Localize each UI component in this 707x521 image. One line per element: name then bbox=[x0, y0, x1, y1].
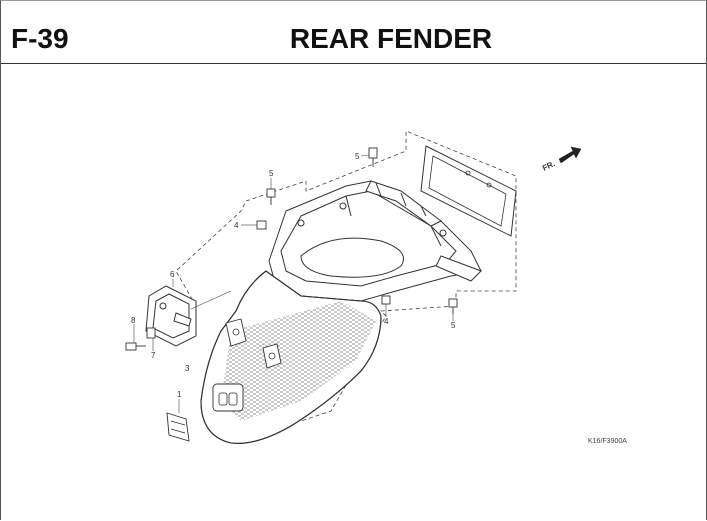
license-light-plate bbox=[166, 412, 190, 442]
callout-8: 8 bbox=[131, 316, 136, 325]
callout-4-left: 4 bbox=[234, 221, 239, 230]
page-title: REAR FENDER bbox=[289, 23, 493, 54]
assembly-boundary bbox=[175, 130, 517, 422]
callout-5-top: 5 bbox=[355, 152, 360, 161]
rear-fender-body bbox=[200, 270, 382, 444]
nut-center bbox=[381, 295, 391, 305]
figure-code: F-39 bbox=[11, 23, 69, 54]
callout-7: 7 bbox=[151, 351, 156, 360]
leader-lines bbox=[133, 154, 454, 413]
bolt-right bbox=[448, 298, 458, 308]
collar bbox=[146, 327, 156, 339]
callout-5-right: 5 bbox=[451, 321, 456, 330]
license-plate-bracket bbox=[420, 145, 517, 237]
callout-5-upper: 5 bbox=[269, 169, 274, 178]
bolt-lower-left bbox=[125, 342, 137, 351]
callout-3: 3 bbox=[185, 364, 190, 373]
callout-labels: 5 5 4 5 4 6 8 7 3 1 bbox=[131, 152, 456, 399]
bolt-upper-left bbox=[266, 188, 276, 198]
header-divider bbox=[1, 63, 706, 64]
callout-1: 1 bbox=[177, 390, 182, 399]
inner-fender-frame bbox=[268, 180, 482, 302]
forward-arrow-icon bbox=[558, 146, 582, 164]
forward-direction-indicator: FR. bbox=[541, 146, 582, 173]
callout-6: 6 bbox=[170, 270, 175, 279]
diagram-code: K16/F3900A bbox=[588, 438, 627, 445]
fasteners bbox=[125, 147, 458, 442]
callout-4-center: 4 bbox=[384, 317, 389, 326]
hinge-bracket bbox=[145, 285, 197, 347]
forward-label: FR. bbox=[541, 159, 556, 173]
clip-left bbox=[256, 220, 267, 230]
bolt-top bbox=[368, 147, 378, 159]
